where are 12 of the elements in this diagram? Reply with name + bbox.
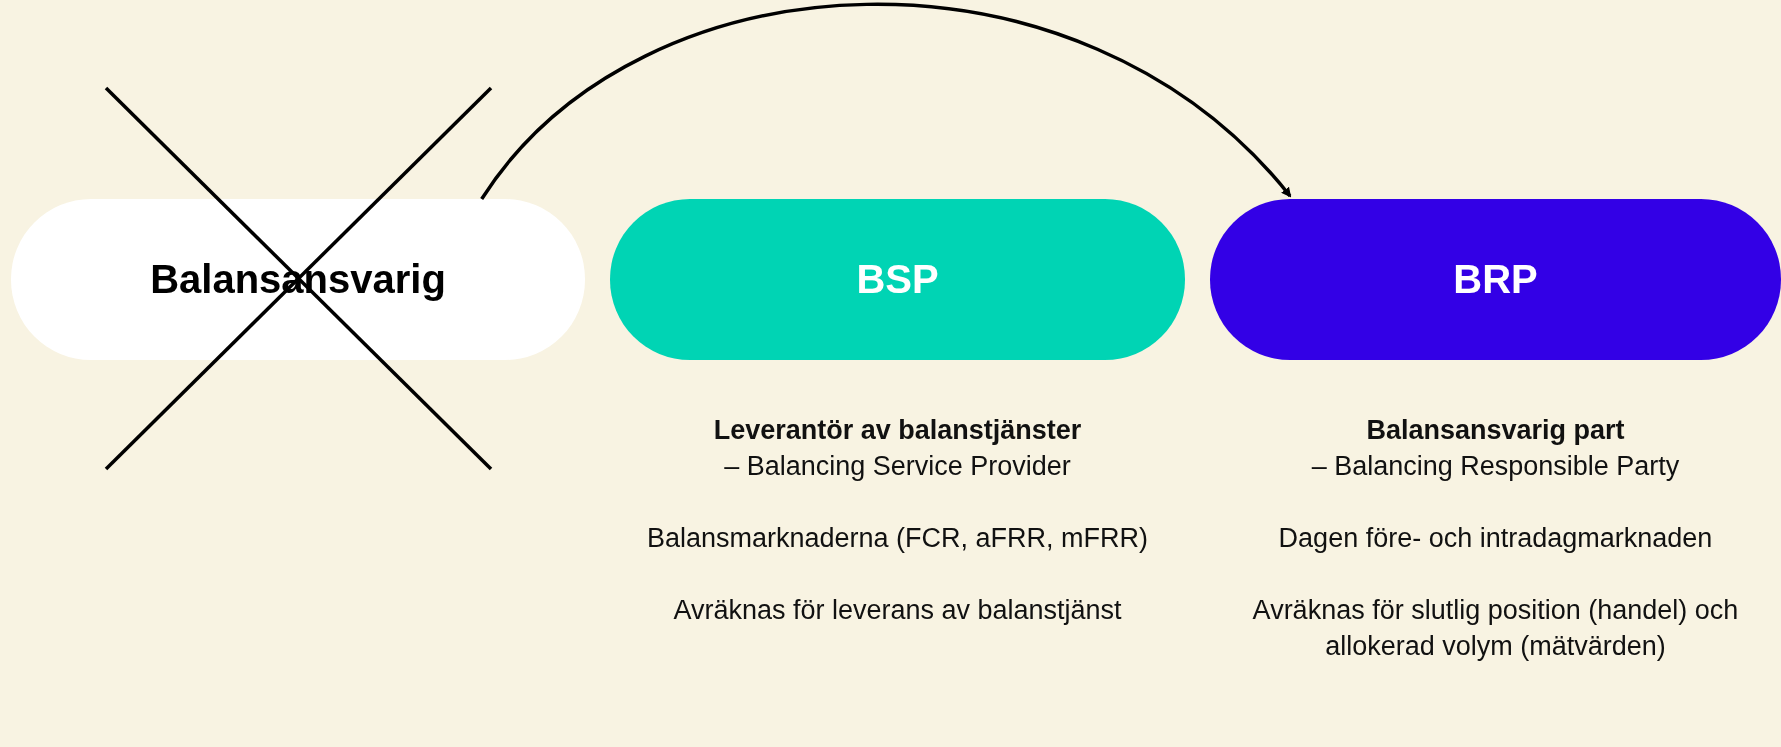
description-text: Avräknas för slutlig position (handel) och allokerad volym (mätvärden) bbox=[1251, 594, 1740, 663]
curved-arrow bbox=[480, 2, 1292, 201]
description-text: Balansansvarig part bbox=[1365, 414, 1626, 447]
description-text: Leverantör av balanstjänster bbox=[712, 414, 1083, 447]
description-text: Dagen före- och intradagmarknaden bbox=[1277, 522, 1714, 555]
description-text: – Balancing Service Provider bbox=[723, 450, 1072, 483]
pill-shape bbox=[1210, 199, 1781, 360]
node-label: BSP bbox=[856, 257, 939, 302]
description-text: – Balancing Responsible Party bbox=[1310, 450, 1681, 483]
description-text: Balansmarknaderna (FCR, aFRR, mFRR) bbox=[645, 522, 1150, 555]
node-label: BRP bbox=[1453, 257, 1538, 302]
description-text: Avräknas för leverans av balanstjänst bbox=[672, 594, 1123, 627]
